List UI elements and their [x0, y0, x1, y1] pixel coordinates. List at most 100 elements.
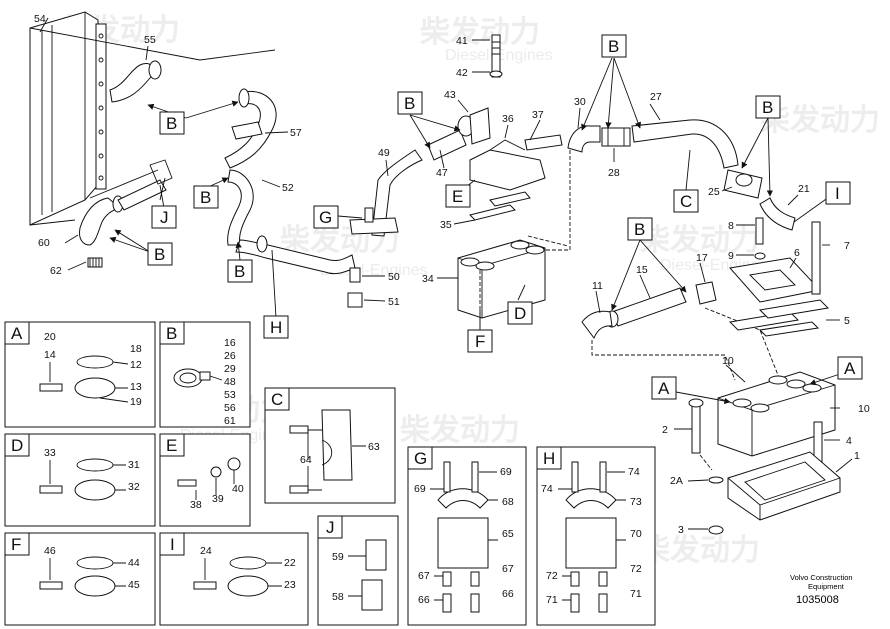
svg-text:31: 31 [128, 459, 140, 471]
bolt-8 [754, 217, 766, 260]
svg-text:E: E [452, 187, 463, 206]
svg-text:71: 71 [630, 588, 642, 600]
part-number: 27 [650, 91, 662, 103]
hose-60 [79, 179, 167, 246]
part-number: 37 [532, 109, 544, 121]
elbow-11 [581, 310, 613, 340]
part-number: 11 [592, 280, 603, 292]
base-plate-1 [727, 451, 841, 521]
part-number: 34 [422, 273, 434, 285]
callout-box-G: G [313, 205, 339, 229]
svg-text:H: H [270, 318, 282, 337]
part-number: 15 [636, 264, 648, 276]
svg-text:C: C [680, 192, 692, 211]
svg-text:66: 66 [502, 588, 514, 600]
svg-text:48: 48 [224, 376, 236, 388]
part-number: 4 [846, 435, 852, 447]
svg-text:B: B [762, 98, 773, 117]
svg-text:F: F [475, 332, 485, 351]
svg-text:45: 45 [128, 579, 140, 591]
svg-text:18: 18 [130, 343, 142, 355]
footer-code: 1035008 [796, 594, 839, 606]
svg-text:I: I [835, 184, 840, 203]
oil-cooler-34 [457, 239, 546, 319]
svg-text:A: A [658, 379, 670, 398]
pipe-30 [567, 125, 601, 153]
callout-box-B: B [601, 34, 627, 58]
svg-text:22: 22 [284, 557, 296, 569]
part-number: 17 [696, 252, 708, 264]
svg-text:D: D [11, 436, 23, 455]
part-number: 55 [144, 34, 156, 46]
svg-text:32: 32 [128, 481, 140, 493]
part-number: 57 [290, 127, 302, 139]
svg-text:E: E [166, 436, 177, 455]
washers-2A-3 [708, 476, 724, 535]
part-number: 9 [728, 250, 734, 262]
part-number: 41 [456, 35, 468, 47]
part-number: 10 [722, 355, 734, 367]
callout-box-B: B [755, 95, 781, 119]
part-number: 54 [34, 13, 46, 25]
svg-text:B: B [234, 262, 245, 281]
svg-text:73: 73 [630, 496, 642, 508]
bracket-G [349, 207, 399, 235]
svg-text:59: 59 [332, 551, 344, 563]
watermark-cn: 柴发动力 [420, 16, 540, 49]
detail-box-H: H 74 74 73 70 72 72 71 71 [536, 446, 656, 626]
part-number: 28 [608, 167, 620, 179]
svg-text:B: B [166, 114, 177, 133]
callout-box-A: A [651, 376, 677, 400]
part-number: 25 [708, 186, 720, 198]
callout-box-B: B [193, 185, 219, 209]
part-number: 60 [38, 237, 50, 249]
svg-text:24: 24 [200, 545, 212, 557]
hose-55 [109, 60, 162, 103]
callout-box-A: A [837, 356, 863, 380]
part-number: 5 [844, 315, 850, 327]
svg-text:70: 70 [630, 528, 642, 540]
callout-box-B: B [627, 217, 653, 241]
oil-cooler-10 [717, 371, 836, 457]
svg-text:64: 64 [300, 454, 312, 466]
plate-5 [728, 299, 830, 337]
plate-6 [729, 257, 821, 303]
part-number: 21 [798, 183, 810, 195]
bolt-7 [811, 221, 821, 295]
svg-text:B: B [404, 94, 415, 113]
hose-52 [227, 169, 356, 275]
detail-box-D: D 33 31 32 [4, 433, 156, 527]
part-number: 49 [378, 147, 390, 159]
svg-text:C: C [271, 390, 283, 409]
svg-text:23: 23 [284, 579, 296, 591]
part-number: 62 [50, 265, 62, 277]
callout-box-B: B [227, 259, 253, 283]
svg-text:B: B [634, 220, 645, 239]
callout-box-B: B [147, 242, 173, 266]
svg-text:G: G [319, 208, 332, 227]
pipe-27 [631, 119, 739, 169]
leader-lines [39, 17, 853, 530]
part-number: 43 [444, 89, 456, 101]
footer-line2: Equipment [808, 582, 845, 591]
svg-text:29: 29 [224, 363, 236, 375]
part-number: 2 [662, 424, 668, 436]
svg-text:65: 65 [502, 528, 514, 540]
part-number: 51 [388, 296, 400, 308]
bolt-2 [688, 398, 704, 454]
svg-text:61: 61 [224, 415, 236, 427]
coupling-28 [601, 127, 631, 147]
svg-text:I: I [170, 535, 175, 554]
svg-text:74: 74 [541, 483, 553, 495]
svg-text:J: J [160, 208, 169, 227]
svg-text:66: 66 [418, 594, 430, 606]
detail-box-C: C 63 64 [264, 387, 396, 504]
hose-25 [723, 169, 763, 199]
callout-box-E: E [445, 184, 471, 208]
elbow-21 [759, 197, 796, 231]
clamp-62 [87, 257, 103, 268]
svg-text:69: 69 [414, 483, 426, 495]
callout-box-J: J [151, 205, 177, 229]
bolt-41 [489, 34, 503, 78]
